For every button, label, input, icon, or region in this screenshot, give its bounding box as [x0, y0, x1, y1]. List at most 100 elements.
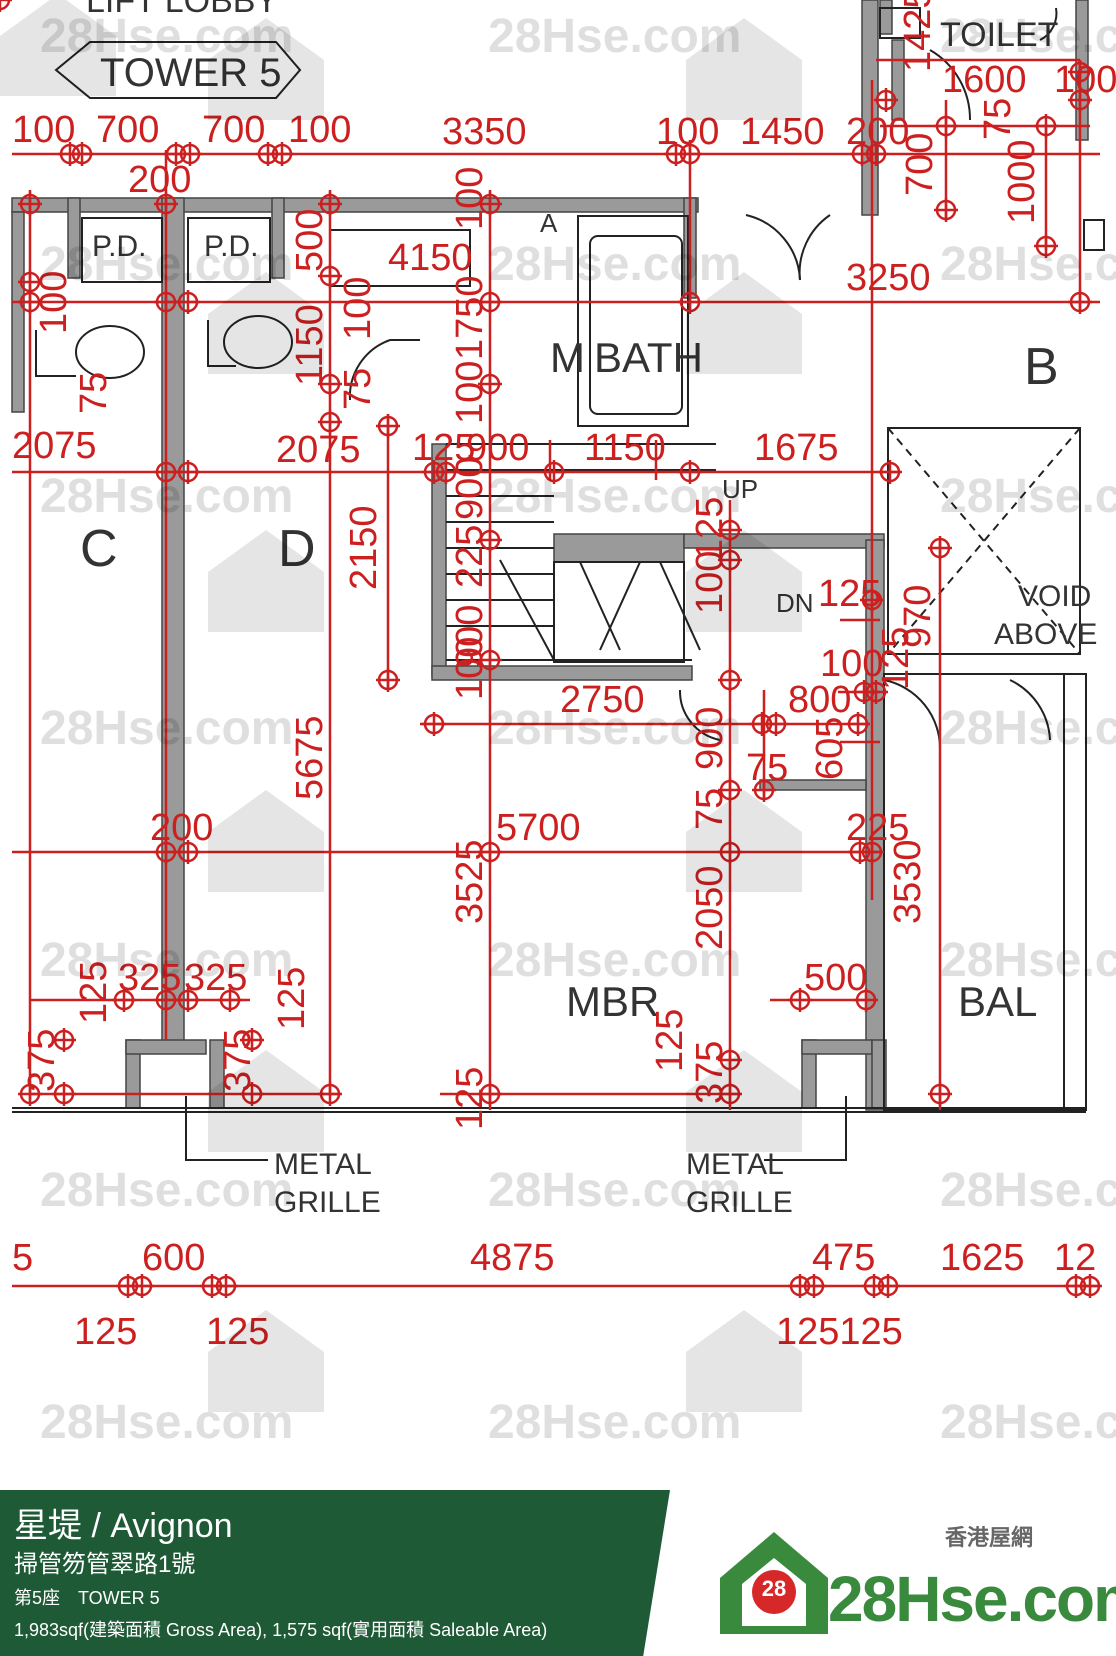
dim-label: 1750: [449, 275, 491, 360]
dim-label: 125: [271, 967, 313, 1030]
property-tower: 第5座 TOWER 5: [14, 1588, 160, 1608]
floor-plan-drawing: LIFT LOBBY TOWER 5 TOILET P.D. P.D. A M …: [0, 0, 1116, 1449]
property-address: 掃管笏管翠路1號: [14, 1551, 196, 1578]
bath-label: BATH: [594, 334, 703, 381]
watermark-text: 28Hse.com: [40, 470, 293, 523]
lift-lobby-label: LIFT LOBBY: [86, 0, 278, 20]
property-title: 星堤 / Avignon: [14, 1507, 233, 1545]
dim-label: 800: [788, 679, 851, 721]
dim-label: 125: [412, 427, 475, 469]
dim-label: 970: [897, 585, 939, 648]
dim-label: 200: [128, 159, 191, 201]
watermark-text: 28Hse.com: [940, 934, 1116, 987]
dim-label: 1425: [897, 0, 939, 72]
watermark-text: 28Hse.com: [488, 934, 741, 987]
watermark-text: 28Hse.com: [40, 10, 293, 63]
dim-label: 75: [73, 372, 115, 414]
toilet-label: TOILET: [940, 16, 1058, 54]
floor-plan: LIFT LOBBY TOWER 5 TOILET P.D. P.D. A M …: [0, 0, 1116, 1449]
dim-label: 100: [33, 271, 75, 334]
dim-label: 600: [142, 1237, 205, 1279]
watermark-house-icon: [0, 0, 116, 96]
watermark-text: 28Hse.com: [488, 238, 741, 291]
dim-label: 5700: [496, 807, 581, 849]
dim-label: 3530: [887, 839, 929, 924]
dim-label: 605: [809, 717, 851, 780]
watermark-text: 28Hse.com: [940, 702, 1116, 755]
dim-label: 1675: [754, 427, 839, 469]
dim-label: 200: [150, 807, 213, 849]
bal-label: BAL: [958, 978, 1037, 1025]
dim-label: 900: [466, 427, 529, 469]
watermark-text: 28Hse.com: [488, 1164, 741, 1217]
house-logo-icon: [720, 1532, 828, 1634]
watermark-text: 28Hse.com: [40, 1396, 293, 1449]
metal-grille-label-1b: GRILLE: [274, 1186, 381, 1219]
dim-label: 4875: [470, 1237, 555, 1279]
dim-label: 475: [812, 1237, 875, 1279]
dim-label: 500: [289, 209, 331, 272]
brand-site: 28Hse.com: [828, 1563, 1116, 1635]
pd-label-2: P.D.: [204, 230, 258, 263]
metal-grille-label-2a: METAL: [686, 1148, 784, 1181]
dim-label: 125125: [776, 1311, 903, 1353]
dim-label: 75: [746, 747, 788, 789]
dim-label: 375: [21, 1029, 63, 1092]
dimension-text: 100 700 700 100 3350 100 1450 200 1600 1…: [12, 0, 1116, 1353]
property-area: 1,983sqf(建築面積 Gross Area), 1,575 sqf(實用面…: [14, 1620, 548, 1640]
dim-label: 1625: [940, 1237, 1025, 1279]
walls: [11, 0, 1089, 1111]
room-b-label: B: [1024, 338, 1059, 396]
watermark-text: 28Hse.com: [940, 1164, 1116, 1217]
dim-label: 2750: [560, 679, 645, 721]
dim-label: 100: [1054, 59, 1116, 101]
dim-label: 325: [118, 957, 181, 999]
dim-label: 4150: [388, 237, 473, 279]
watermark-text: 28Hse.com: [488, 470, 741, 523]
mbr-label: MBR: [566, 978, 659, 1025]
dim-label: 75: [337, 368, 379, 410]
m-label: M: [550, 334, 585, 381]
dim-label: 75: [977, 98, 1019, 140]
watermark-text: 28Hse.com: [940, 238, 1116, 291]
watermark-text: 28Hse.com: [940, 10, 1116, 63]
void-label: VOID: [1018, 580, 1091, 613]
dim-label: 2075: [12, 425, 97, 467]
dim-label: 3350: [442, 111, 527, 153]
dim-label: 100: [12, 109, 75, 151]
a-label: A: [540, 208, 558, 238]
brand-logo: [712, 1500, 1112, 1650]
watermark-text: 28Hse.com: [488, 10, 741, 63]
dim-label: 1150: [584, 427, 666, 469]
room-c-label: C: [80, 520, 118, 578]
dim-label: 100: [449, 167, 491, 230]
stair-up-label: UP: [722, 474, 758, 504]
dim-label: 3250: [846, 257, 931, 299]
dim-label: 500: [804, 957, 867, 999]
dim-label: 900: [689, 707, 731, 770]
dim-label: 125: [73, 961, 115, 1024]
dim-label: 200: [846, 111, 909, 153]
dim-label: 125: [449, 1067, 491, 1130]
dim-label: 900: [449, 457, 491, 520]
dim-label: 700: [96, 109, 159, 151]
dim-label: 2075: [276, 429, 361, 471]
dim-label: 100: [820, 643, 883, 685]
watermark-text: 28Hse.com: [488, 1396, 741, 1449]
watermark-text: 28Hse.com: [488, 702, 741, 755]
watermark-text: 28Hse.com: [40, 1164, 293, 1217]
dim-label: 2150: [343, 505, 385, 590]
dim-label: 900: [449, 605, 491, 668]
dim-label: 125: [74, 1311, 137, 1353]
dim-label: 100: [449, 361, 491, 424]
watermarks: 28Hse.com 28Hse.com 28Hse.com 28Hse.com …: [0, 0, 1116, 1449]
dim-label: 125: [649, 1009, 691, 1072]
dim-label: 1600: [942, 59, 1027, 101]
watermark-text: 28Hse.com: [940, 470, 1116, 523]
property-info-band: 星堤 / Avignon 掃管笏管翠路1號 第5座 TOWER 5 1,983s…: [0, 1490, 670, 1656]
watermark-text: 28Hse.com: [940, 1396, 1116, 1449]
dim-label: 125: [818, 573, 881, 615]
brand-badge: 28: [761, 1576, 787, 1601]
watermark-text: 28Hse.com: [40, 702, 293, 755]
watermark-text: 28Hse.com: [40, 934, 293, 987]
